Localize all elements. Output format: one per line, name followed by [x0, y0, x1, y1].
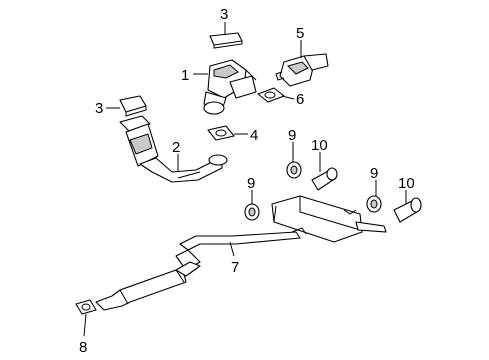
- rear-muffler-assembly: [175, 195, 387, 271]
- front-pipe-converter: [119, 115, 228, 183]
- leader-7: [229, 241, 235, 257]
- callout-9-middle: 9: [247, 175, 255, 192]
- left-heat-shield: [119, 95, 147, 117]
- hanger-insulator-right: [366, 195, 382, 213]
- resonator-pipe: [95, 261, 201, 311]
- callout-6: 6: [296, 91, 304, 108]
- callouts: 3 5 1 6 3 4 2 9 10 9 9 10 7 8: [79, 6, 415, 356]
- callout-5: 5: [296, 25, 304, 42]
- callout-3-left: 3: [95, 100, 103, 117]
- upper-heat-shield: [209, 32, 243, 49]
- flange-gasket: [207, 125, 235, 141]
- callout-7: 7: [231, 259, 239, 276]
- callout-9-upper: 9: [288, 127, 296, 144]
- front-catalytic-converter: [203, 59, 257, 115]
- hanger-insulator-upper: [286, 161, 302, 179]
- rear-catalytic-converter: [275, 53, 329, 87]
- leader-6: [281, 95, 295, 100]
- tail-pipe-tip-right: [393, 197, 422, 223]
- callout-2: 2: [172, 139, 180, 156]
- leader-8: [83, 313, 87, 337]
- callout-3-top: 3: [220, 6, 228, 23]
- hanger-insulator-middle: [244, 203, 260, 221]
- callout-9-right: 9: [370, 165, 378, 182]
- leader-lines: [83, 22, 407, 337]
- tail-pipe-tip-upper: [311, 167, 338, 191]
- callout-8: 8: [79, 339, 87, 356]
- callout-1: 1: [181, 67, 189, 84]
- manifold-gasket: [257, 87, 285, 103]
- bottom-flange-gasket: [75, 299, 97, 315]
- callout-10-upper: 10: [311, 137, 328, 154]
- callout-4: 4: [250, 127, 258, 144]
- callout-10-right: 10: [398, 175, 415, 192]
